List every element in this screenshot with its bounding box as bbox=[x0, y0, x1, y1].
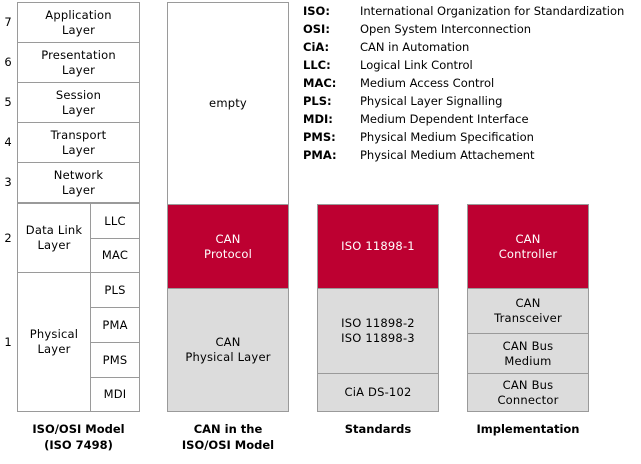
osi-sublayer-mdi: MDI bbox=[90, 377, 140, 412]
legend-item: LLC: Logical Link Control bbox=[303, 58, 641, 76]
legend-abbr: MDI: bbox=[303, 112, 333, 126]
implementation-block-can-bus-medium: CAN Bus Medium bbox=[467, 333, 589, 374]
implementation-block-can-bus-connector: CAN Bus Connector bbox=[467, 373, 589, 412]
legend-item: PMA: Physical Medium Attachement bbox=[303, 148, 641, 166]
layer-number-6: 6 bbox=[4, 54, 12, 69]
legend-abbr: MAC: bbox=[303, 76, 337, 90]
layer-number-1: 1 bbox=[4, 335, 12, 349]
legend-text: Physical Medium Attachement bbox=[360, 148, 535, 162]
osi-layer-physical: Physical Layer bbox=[17, 272, 91, 412]
layer-number-4: 4 bbox=[4, 134, 12, 149]
osi-sublayer-pms: PMS bbox=[90, 342, 140, 378]
legend-abbr: PMS: bbox=[303, 130, 336, 144]
legend-abbr: PLS: bbox=[303, 94, 332, 108]
abbreviation-legend: ISO: International Organization for Stan… bbox=[303, 4, 641, 166]
osi-layer-data-link: Data Link Layer bbox=[17, 203, 91, 273]
legend-text: Physical Layer Signalling bbox=[360, 94, 503, 108]
legend-text: International Organization for Standardi… bbox=[360, 4, 625, 18]
legend-item: ISO: International Organization for Stan… bbox=[303, 4, 641, 22]
osi-layer-network: Network Layer bbox=[17, 162, 140, 203]
legend-item: OSI: Open System Interconnection bbox=[303, 22, 641, 40]
osi-layer-session: Session Layer bbox=[17, 82, 140, 123]
standards-block-iso-11898-1: ISO 11898-1 bbox=[317, 204, 439, 289]
osi-layer-application: Application Layer bbox=[17, 2, 140, 43]
legend-text: Physical Medium Specification bbox=[360, 130, 534, 144]
legend-text: Open System Interconnection bbox=[360, 22, 532, 36]
can-osi-block-can-physical-layer: CAN Physical Layer bbox=[167, 288, 289, 412]
caption-standards: Standards bbox=[344, 422, 412, 436]
standards-block-cia-ds-102: CiA DS-102 bbox=[317, 373, 439, 412]
implementation-block-can-transceiver: CAN Transceiver bbox=[467, 288, 589, 334]
layer-number-2: 2 bbox=[4, 231, 12, 245]
standards-block-iso-11898-2-3: ISO 11898-2 ISO 11898-3 bbox=[317, 288, 439, 374]
legend-abbr: LLC: bbox=[303, 58, 331, 72]
caption-osi-model: ISO/OSI Model (ISO 7498) bbox=[32, 422, 125, 452]
caption-can-in-osi-model: CAN in the ISO/OSI Model bbox=[181, 422, 275, 452]
legend-abbr: ISO: bbox=[303, 4, 330, 18]
legend-item: MDI: Medium Dependent Interface bbox=[303, 112, 641, 130]
caption-implementation: Implementation bbox=[476, 422, 580, 436]
legend-abbr: PMA: bbox=[303, 148, 337, 162]
osi-sublayer-pma: PMA bbox=[90, 307, 140, 343]
osi-layer-transport: Transport Layer bbox=[17, 122, 140, 163]
osi-layer-presentation: Presentation Layer bbox=[17, 42, 140, 83]
legend-abbr: CiA: bbox=[303, 40, 330, 54]
legend-text: CAN in Automation bbox=[360, 40, 470, 54]
legend-item: PMS: Physical Medium Specification bbox=[303, 130, 641, 148]
legend-item: PLS: Physical Layer Signalling bbox=[303, 94, 641, 112]
legend-text: Logical Link Control bbox=[360, 58, 473, 72]
layer-number-7: 7 bbox=[4, 14, 12, 29]
legend-abbr: OSI: bbox=[303, 22, 330, 36]
legend-item: CiA: CAN in Automation bbox=[303, 40, 641, 58]
layer-number-5: 5 bbox=[4, 94, 12, 109]
osi-sublayer-pls: PLS bbox=[90, 272, 140, 308]
can-osi-block-can-protocol: CAN Protocol bbox=[167, 204, 289, 289]
implementation-block-can-controller: CAN Controller bbox=[467, 204, 589, 289]
can-osi-block-empty: empty bbox=[167, 2, 289, 205]
layer-number-3: 3 bbox=[4, 174, 12, 189]
legend-text: Medium Dependent Interface bbox=[360, 112, 529, 126]
legend-item: MAC: Medium Access Control bbox=[303, 76, 641, 94]
osi-sublayer-llc: LLC bbox=[90, 203, 140, 239]
legend-text: Medium Access Control bbox=[360, 76, 495, 90]
osi-sublayer-mac: MAC bbox=[90, 238, 140, 273]
